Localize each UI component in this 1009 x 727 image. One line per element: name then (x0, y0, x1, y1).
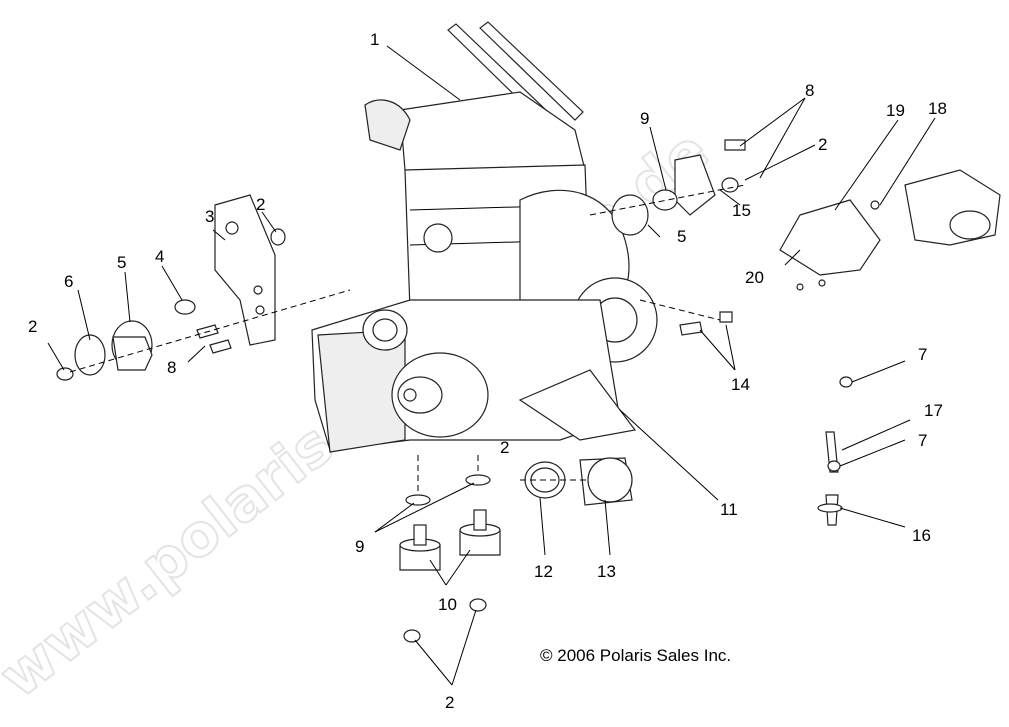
callout-label: 10 (438, 595, 457, 614)
callout-label: 1 (370, 30, 379, 49)
callout-label: 2 (500, 438, 509, 457)
callout-label: 2 (818, 135, 827, 154)
callout-label: 19 (886, 101, 905, 120)
callout-label: 8 (805, 81, 814, 100)
callout-label: 12 (534, 562, 553, 581)
callout-label: 3 (205, 207, 214, 226)
callout-label: 20 (745, 268, 764, 287)
callout-label: 6 (64, 272, 73, 291)
callout-label: 7 (918, 431, 927, 450)
engine-assembly (311, 21, 658, 453)
callout-label: 11 (720, 500, 738, 519)
cover-group (779, 169, 1001, 291)
callout-label: 15 (732, 201, 751, 220)
callout-label: 5 (677, 227, 686, 246)
callout-label: 9 (640, 109, 649, 128)
callout-label: 2 (256, 195, 265, 214)
callout-label: 13 (597, 562, 616, 581)
callout-label: 5 (117, 253, 126, 272)
callout-label: 2 (28, 317, 37, 336)
copyright-notice: © 2006 Polaris Sales Inc. (540, 646, 732, 665)
callout-label: 18 (928, 99, 947, 118)
bottom-mount-group (399, 455, 501, 643)
callout-numbers: 1 2 2 2 2 2 2 3 4 5 5 6 7 7 8 8 9 9 10 1… (28, 30, 947, 712)
callout-label: 17 (924, 401, 943, 420)
clamp-boot-group (520, 457, 633, 506)
callout-label: 14 (731, 375, 750, 394)
callout-label: 7 (918, 345, 927, 364)
callout-label: 9 (355, 537, 364, 556)
callout-label: 8 (167, 358, 176, 377)
pin-group (817, 376, 853, 526)
right-mount-group (589, 139, 746, 336)
callout-label: 16 (912, 526, 931, 545)
leader-lines (47, 45, 936, 686)
callout-label: 4 (155, 247, 164, 266)
left-mount-group (56, 194, 351, 381)
callout-label: 2 (445, 693, 454, 712)
